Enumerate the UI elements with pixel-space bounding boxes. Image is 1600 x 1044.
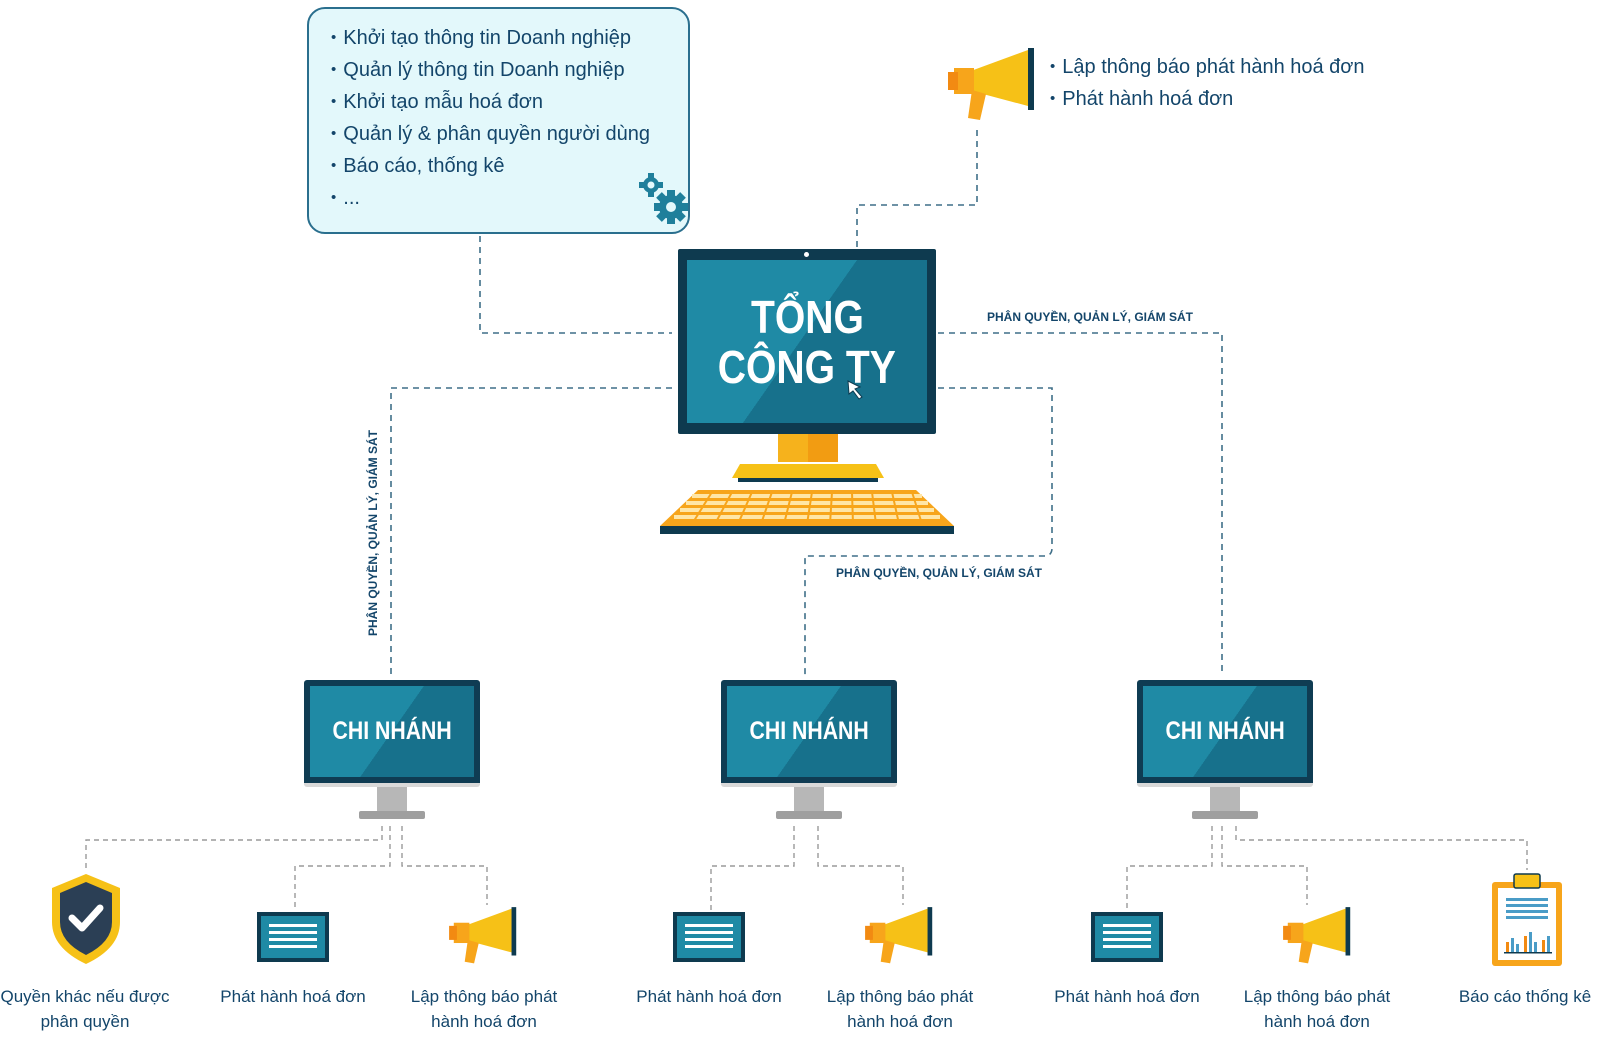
monitor-stand: [1210, 787, 1240, 811]
leaf-label: Phát hành hoá đơn: [636, 987, 782, 1006]
leaf-label: Phát hành hoá đơn: [220, 987, 366, 1006]
announcement-list-box: Lập thông báo phát hành hoá đơn Phát hàn…: [1050, 52, 1365, 116]
monitor-base: [776, 811, 842, 819]
feature-item: Khởi tạo thông tin Doanh nghiệp: [331, 23, 688, 55]
keyboard-stand-icon: [660, 434, 954, 534]
leaf-label: Lập thông báo phát hành hoá đơn: [1243, 987, 1391, 1031]
megaphone-icon: [948, 48, 1034, 120]
branch-monitor-3: CHI NHÁNH: [1137, 680, 1313, 787]
edge-label-center: PHÂN QUYỀN, QUẢN LÝ, GIÁM SÁT: [836, 566, 1043, 580]
leaf-label: Quyền khác nếu được phân quyền: [0, 987, 170, 1031]
megaphone-icon: [1283, 907, 1351, 964]
document-icon: [257, 912, 329, 962]
announcement-item: Lập thông báo phát hành hoá đơn: [1050, 52, 1364, 84]
feature-item: Quản lý & phân quyền người dùng: [331, 119, 688, 151]
headquarters-title-line1: TỔNG: [750, 290, 864, 343]
feature-item: ...: [331, 183, 688, 215]
announcement-list: Lập thông báo phát hành hoá đơn Phát hàn…: [1050, 52, 1365, 116]
gears-icon: [639, 173, 688, 224]
edge-label-right: PHÂN QUYỀN, QUẢN LÝ, GIÁM SÁT: [987, 310, 1194, 324]
megaphone-icon: [865, 907, 933, 964]
monitor-stand: [377, 787, 407, 811]
branch-monitor-2: CHI NHÁNH: [721, 680, 897, 787]
leaf-label: Phát hành hoá đơn: [1054, 987, 1200, 1006]
feature-item: Quản lý thông tin Doanh nghiệp: [331, 55, 688, 87]
document-icon: [673, 912, 745, 962]
headquarters-title-line2: CÔNG TY: [717, 340, 897, 393]
camera-dot: [804, 252, 809, 257]
feature-list: Khởi tạo thông tin Doanh nghiệp Quản lý …: [331, 23, 688, 215]
feature-item: Báo cáo, thống kê: [331, 151, 688, 183]
monitor-stand: [794, 787, 824, 811]
leaf-label: Báo cáo thống kê: [1458, 987, 1592, 1006]
branch-title: CHI NHÁNH: [749, 717, 869, 745]
branch-title: CHI NHÁNH: [1165, 717, 1285, 745]
megaphone-icon: [449, 907, 517, 964]
branch-monitor-1: CHI NHÁNH: [304, 680, 480, 787]
leaf-label: Lập thông báo phát hành hoá đơn: [826, 987, 974, 1031]
edge-label-left: PHÂN QUYỀN, QUẢN LÝ, GIÁM SÁT: [366, 429, 380, 636]
cursor-icon: [847, 380, 863, 400]
shield-check-icon: [52, 874, 120, 964]
feature-list-box: Khởi tạo thông tin Doanh nghiệp Quản lý …: [307, 7, 690, 234]
monitor-base: [359, 811, 425, 819]
document-icon: [1091, 912, 1163, 962]
report-clipboard-icon: [1492, 873, 1562, 966]
headquarters-screen: TỔNG CÔNG TY: [687, 260, 927, 423]
feature-item: Khởi tạo mẫu hoá đơn: [331, 87, 688, 119]
monitor-base: [1192, 811, 1258, 819]
headquarters-monitor: TỔNG CÔNG TY: [678, 249, 936, 434]
branch-title: CHI NHÁNH: [332, 717, 452, 745]
announcement-item: Phát hành hoá đơn: [1050, 84, 1365, 116]
leaf-label: Lập thông báo phát hành hoá đơn: [410, 987, 558, 1031]
